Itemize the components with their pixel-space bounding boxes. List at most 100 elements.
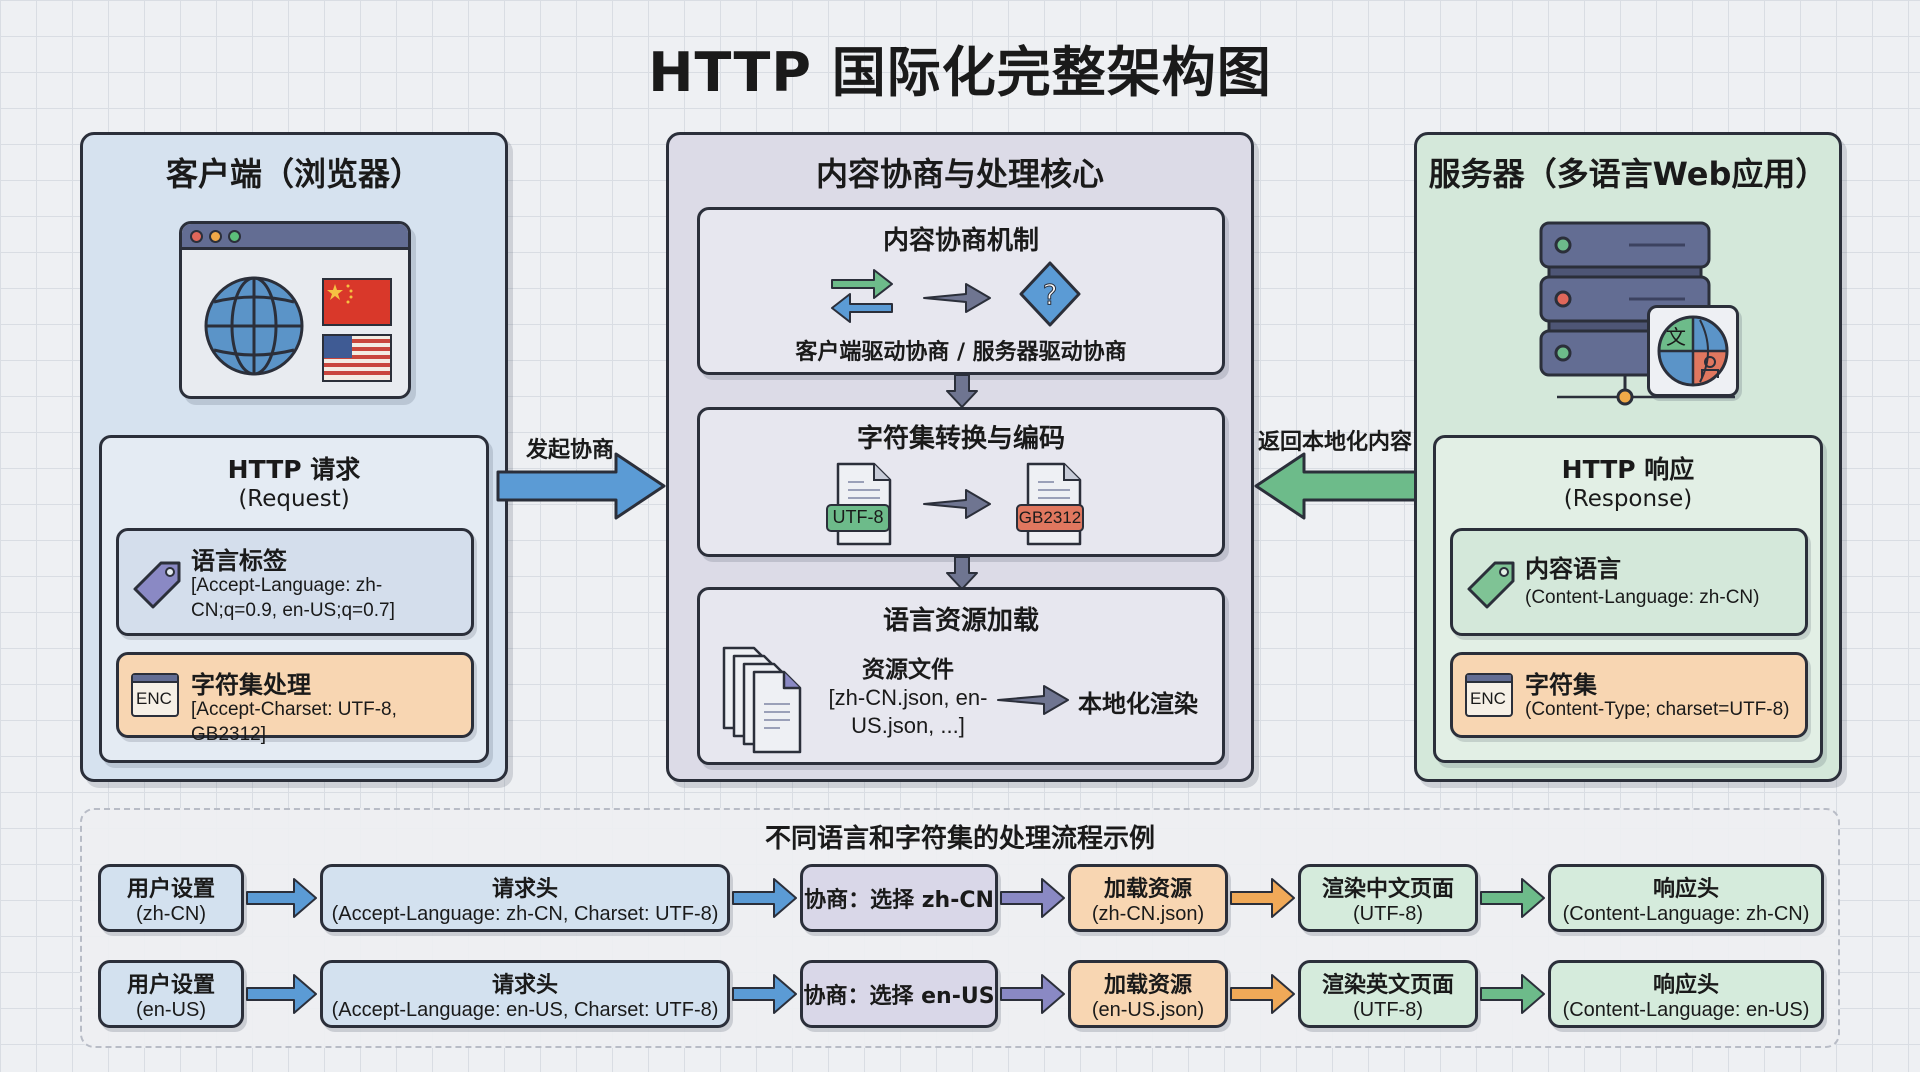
diagram-title: HTTP 国际化完整架构图 [648, 41, 1272, 104]
charset-desc: [Accept-Charset: UTF-8, GB2312] [191, 699, 397, 745]
flow-arrow [732, 974, 797, 1014]
flow-step-title: 请求头 [491, 876, 558, 902]
gb2312-badge: GB2312 [1016, 504, 1084, 532]
enc-icon: ENC [131, 673, 179, 717]
arrow-right-icon [997, 685, 1069, 715]
response-title: HTTP 响应 [1561, 455, 1695, 484]
tag-icon [1467, 561, 1515, 609]
http-request-box: HTTP 请求 (Request) 语言标签 [Accept-Language:… [99, 435, 489, 763]
client-title: 客户端（浏览器） [165, 155, 422, 193]
arrow-right-icon [923, 283, 991, 313]
utf8-badge: UTF-8 [826, 504, 890, 532]
http-response-box: HTTP 响应 (Response) 内容语言 (Content-Languag… [1433, 435, 1823, 763]
resource-loading-box: 语言资源加载 资源文件 [zh-CN.json, en-US.json, ...… [697, 587, 1225, 765]
flow-title: 不同语言和字符集的处理流程示例 [764, 824, 1155, 854]
request-title: HTTP 请求 [227, 455, 361, 484]
flow-step: 协商：选择 en-US [800, 960, 998, 1028]
flow-step: 请求头(Accept-Language: en-US, Charset: UTF… [320, 960, 730, 1028]
flow-arrow [1480, 878, 1545, 918]
translate-globe-icon: 文 [1647, 305, 1739, 397]
response-charset-desc: (Content-Type; charset=UTF-8) [1525, 699, 1790, 720]
flow-step: 协商：选择 zh-CN [800, 864, 998, 932]
flow-arrow [1480, 974, 1545, 1014]
flow-step-detail: (Content-Language: en-US) [1562, 998, 1810, 1021]
response-subtitle: (Response) [1563, 486, 1693, 512]
flow-step-detail: (zh-CN) [136, 902, 206, 925]
files-stack-icon [722, 646, 802, 754]
flow-step-title: 请求头 [491, 972, 558, 998]
question-diamond-icon: ? [1019, 261, 1081, 327]
resource-loading-title: 语言资源加载 [882, 606, 1039, 636]
svg-text:?: ? [1043, 278, 1058, 311]
us-flag-icon [322, 334, 392, 382]
down-arrow-icon [946, 557, 978, 590]
flow-step-detail: (Content-Language: zh-CN) [1562, 902, 1810, 925]
negotiation-title: 内容协商机制 [882, 226, 1039, 256]
flow-step-detail: (UTF-8) [1353, 998, 1423, 1021]
flow-step: 渲染中文页面(UTF-8) [1298, 864, 1478, 932]
core-panel: 内容协商与处理核心 内容协商机制 ? 客户端驱动协商 / 服务器驱动协商 字符集… [666, 132, 1254, 782]
flow-arrow [1000, 878, 1065, 918]
flow-step-detail: (Accept-Language: zh-CN, Charset: UTF-8) [331, 902, 719, 925]
flow-arrow [732, 878, 797, 918]
flow-step-detail: (en-US) [135, 998, 206, 1021]
flow-step-title: 响应头 [1652, 972, 1719, 998]
server-panel: 服务器（多语言Web应用） [1414, 132, 1842, 782]
charset-conversion-title: 字符集转换与编码 [856, 424, 1065, 454]
globe-icon [204, 276, 304, 376]
charset-field: ENC 字符集处理 [Accept-Charset: UTF-8, GB2312… [116, 652, 474, 745]
flow-step-title: 响应头 [1652, 876, 1719, 902]
negotiation-mechanism-box: 内容协商机制 ? 客户端驱动协商 / 服务器驱动协商 [697, 207, 1225, 375]
charset-title: 字符集处理 [191, 671, 311, 699]
return-arrow [1254, 452, 1424, 520]
flow-step-title: 用户设置 [126, 972, 215, 998]
arrow-right-icon [923, 489, 991, 519]
flow-examples-section: 不同语言和字符集的处理流程示例 用户设置(zh-CN)请求头(Accept-La… [80, 808, 1840, 1048]
svg-text:文: 文 [1666, 325, 1686, 349]
flow-step-detail: (en-US.json) [1091, 998, 1205, 1021]
flow-step: 响应头(Content-Language: zh-CN) [1548, 864, 1824, 932]
response-charset-title: 字符集 [1525, 671, 1597, 699]
negotiation-caption: 客户端驱动协商 / 服务器驱动协商 [795, 340, 1127, 365]
swap-arrows-icon [831, 269, 893, 323]
flow-step: 渲染英文页面(UTF-8) [1298, 960, 1478, 1028]
resource-files-list: [zh-CN.json, en-US.json, ...] [828, 685, 988, 738]
flow-arrow [1230, 878, 1295, 918]
utf8-document-icon: UTF-8 [826, 462, 898, 546]
flow-step-title: 用户设置 [126, 876, 215, 902]
flow-step-title: 协商：选择 en-US [803, 984, 995, 1009]
language-tag-title: 语言标签 [191, 547, 287, 575]
flow-arrow [1230, 974, 1295, 1014]
initiate-negotiation-label: 发起协商 [526, 438, 615, 463]
flow-step-detail: (UTF-8) [1353, 902, 1423, 925]
tag-icon [133, 561, 181, 609]
flow-arrow [1000, 974, 1065, 1014]
flow-step-title: 渲染中文页面 [1321, 876, 1454, 902]
flow-step: 用户设置(en-US) [98, 960, 244, 1028]
flow-step: 加载资源(zh-CN.json) [1068, 864, 1228, 932]
language-tag-desc: [Accept-Language: zh-CN;q=0.9, en-US;q=0… [191, 575, 395, 621]
content-language-field: 内容语言 (Content-Language: zh-CN) [1450, 528, 1808, 636]
flow-arrow [246, 974, 317, 1014]
flow-step-title: 加载资源 [1103, 876, 1192, 902]
flow-arrow [246, 878, 317, 918]
core-title: 内容协商与处理核心 [815, 155, 1104, 193]
flow-step-detail: (zh-CN.json) [1091, 902, 1205, 925]
flow-step-title: 协商：选择 zh-CN [804, 888, 994, 913]
charset-conversion-box: 字符集转换与编码 UTF-8 GB2312 [697, 407, 1225, 557]
china-flag-icon [322, 278, 392, 326]
flow-step-title: 加载资源 [1103, 972, 1192, 998]
response-charset-field: ENC 字符集 (Content-Type; charset=UTF-8) [1450, 652, 1808, 738]
initiate-arrow [496, 452, 666, 520]
client-panel: 客户端（浏览器） HTTP [80, 132, 508, 782]
language-tag-field: 语言标签 [Accept-Language: zh-CN;q=0.9, en-U… [116, 528, 474, 636]
content-language-title: 内容语言 [1525, 555, 1621, 583]
flow-step: 响应头(Content-Language: en-US) [1548, 960, 1824, 1028]
down-arrow-icon [946, 375, 978, 408]
content-language-desc: (Content-Language: zh-CN) [1525, 587, 1760, 608]
enc-icon: ENC [1465, 673, 1513, 717]
request-subtitle: (Request) [238, 486, 350, 512]
flow-step-detail: (Accept-Language: en-US, Charset: UTF-8) [331, 998, 719, 1021]
flow-step: 用户设置(zh-CN) [98, 864, 244, 932]
gb2312-document-icon: GB2312 [1016, 462, 1088, 546]
